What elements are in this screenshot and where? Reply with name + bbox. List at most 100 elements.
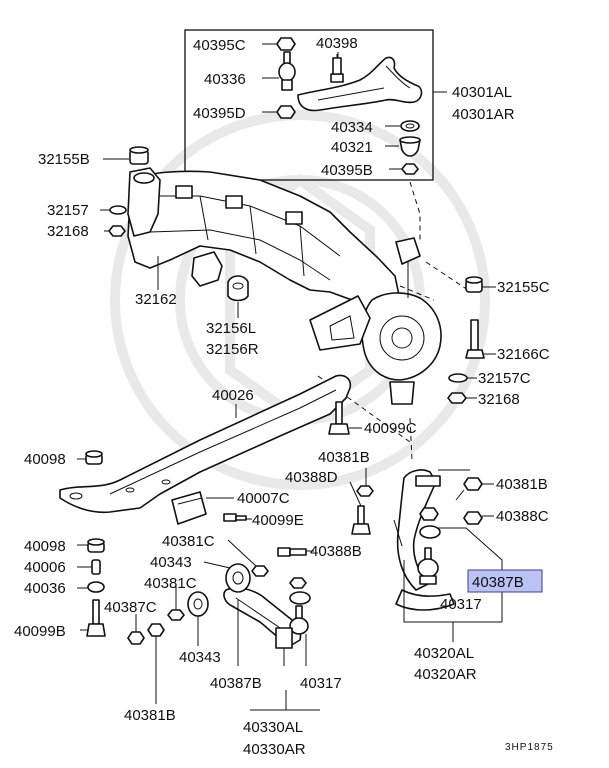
label-40381c-b: 40381C <box>144 575 197 592</box>
label-40317-left: 40317 <box>300 675 342 692</box>
label-32166c: 32166C <box>497 346 550 363</box>
washer-32157c <box>448 373 468 383</box>
label-40330al: 40330AL <box>243 719 303 736</box>
label-40388d: 40388D <box>285 469 338 486</box>
left-mount-parts <box>100 146 149 237</box>
mount-insulator-32155c <box>465 276 483 293</box>
nut-32168-left <box>108 225 126 237</box>
label-40395c: 40395C <box>193 37 246 54</box>
label-40320ar: 40320AR <box>414 666 477 683</box>
nut-40388c-b <box>419 507 439 521</box>
label-40381b-lower: 40381B <box>124 707 176 724</box>
label-40098-a: 40098 <box>24 451 66 468</box>
bolt-32166c <box>465 319 485 359</box>
label-32157-left: 32157 <box>47 202 89 219</box>
mount-insulator-32155b <box>129 146 149 165</box>
nut-40395d <box>276 105 296 119</box>
label-40301al: 40301AL <box>452 84 512 101</box>
label-40343-b: 40343 <box>179 649 221 666</box>
bushing-cap <box>419 525 441 539</box>
bushing-40343-lower <box>187 591 209 617</box>
part-labels: 40395C 40398 40336 40301AL 40301AR 40395… <box>14 35 554 758</box>
bushing-40343-upper <box>225 563 251 593</box>
damper-40007c <box>171 491 207 525</box>
upper-arm-kit-box <box>184 29 447 181</box>
nut-40381c-a <box>251 565 269 577</box>
washer-32157-left <box>109 205 127 215</box>
label-40301ar: 40301AR <box>452 106 515 123</box>
bar-fasteners <box>77 401 362 525</box>
label-32156l: 32156L <box>206 320 256 337</box>
label-40388c: 40388C <box>496 508 549 525</box>
left-column-fasteners <box>77 538 106 637</box>
bolt-40388d <box>351 505 371 535</box>
label-40381b-top: 40381B <box>318 449 370 466</box>
nut-40395c <box>276 37 296 51</box>
bushing-ring-40334 <box>400 120 420 132</box>
upper-arm-40301 <box>297 56 423 112</box>
bracket-32156 <box>191 251 249 302</box>
bolt-40398 <box>330 54 344 83</box>
ball-joint-40317-right <box>417 547 439 585</box>
nut-40387c <box>127 631 145 645</box>
bushing-40098-b <box>87 538 105 553</box>
label-32168-left: 32168 <box>47 223 89 240</box>
label-40099c: 40099C <box>364 420 417 437</box>
label-40321: 40321 <box>331 139 373 156</box>
label-40387c: 40387C <box>104 599 157 616</box>
label-40343-a: 40343 <box>150 554 192 571</box>
lower-arm-40330 <box>127 539 320 711</box>
label-40317-right: 40317 <box>440 596 482 613</box>
diagram-code: 3HP1875 <box>505 742 554 753</box>
label-40336: 40336 <box>204 71 246 88</box>
label-32162: 32162 <box>135 291 177 308</box>
bolt-40099e <box>223 513 247 522</box>
ball-joint-40336 <box>278 51 296 91</box>
label-32155c: 32155C <box>497 279 550 296</box>
steering-knuckle-hub <box>309 237 442 405</box>
label-32156r: 32156R <box>206 341 259 358</box>
label-32168-right: 32168 <box>478 391 520 408</box>
sleeve-40006 <box>91 559 101 575</box>
label-40099e: 40099E <box>252 512 304 529</box>
label-40026: 40026 <box>212 387 254 404</box>
label-40330ar: 40330AR <box>243 741 306 758</box>
washer-40036 <box>87 581 105 593</box>
label-40381c-a: 40381C <box>162 533 215 550</box>
label-40099b: 40099B <box>14 623 66 640</box>
label-40098-b: 40098 <box>24 538 66 555</box>
nut-40395b <box>401 163 419 175</box>
bolt-40388b <box>277 547 307 557</box>
nut-link <box>289 577 307 589</box>
nut-40381b-top <box>356 485 374 497</box>
highlight-40387b <box>467 569 543 593</box>
label-32157c: 32157C <box>478 370 531 387</box>
label-40334: 40334 <box>331 119 373 136</box>
dust-cover-40321 <box>399 139 421 157</box>
label-40006: 40006 <box>24 559 66 576</box>
label-40395b: 40395B <box>321 162 373 179</box>
label-40007c: 40007C <box>237 490 290 507</box>
lower-arm-40320 <box>349 468 503 642</box>
label-40388b: 40388B <box>310 543 362 560</box>
label-40381b-right: 40381B <box>496 476 548 493</box>
nut-40388c-a <box>463 511 483 525</box>
nut-40381b-right <box>463 477 483 491</box>
bolt-40099c <box>328 401 350 435</box>
right-mount-parts <box>447 276 496 404</box>
upper-arm-parts <box>262 37 423 175</box>
label-40387b-highlight: 40387B <box>472 574 524 591</box>
label-40036: 40036 <box>24 580 66 597</box>
label-40398: 40398 <box>316 35 358 52</box>
label-32155b: 32155B <box>38 151 90 168</box>
bushing-40098-a <box>85 450 103 465</box>
crossmember-bar-40026 <box>59 374 352 514</box>
nut-40381b-low <box>147 623 165 637</box>
bolt-40099b <box>86 599 106 637</box>
label-40320al: 40320AL <box>414 645 474 662</box>
ball-joint-40317-left <box>289 591 311 635</box>
front-crossmember <box>127 167 401 321</box>
nut-32168-right <box>447 392 467 404</box>
label-40387b-lower: 40387B <box>210 675 262 692</box>
